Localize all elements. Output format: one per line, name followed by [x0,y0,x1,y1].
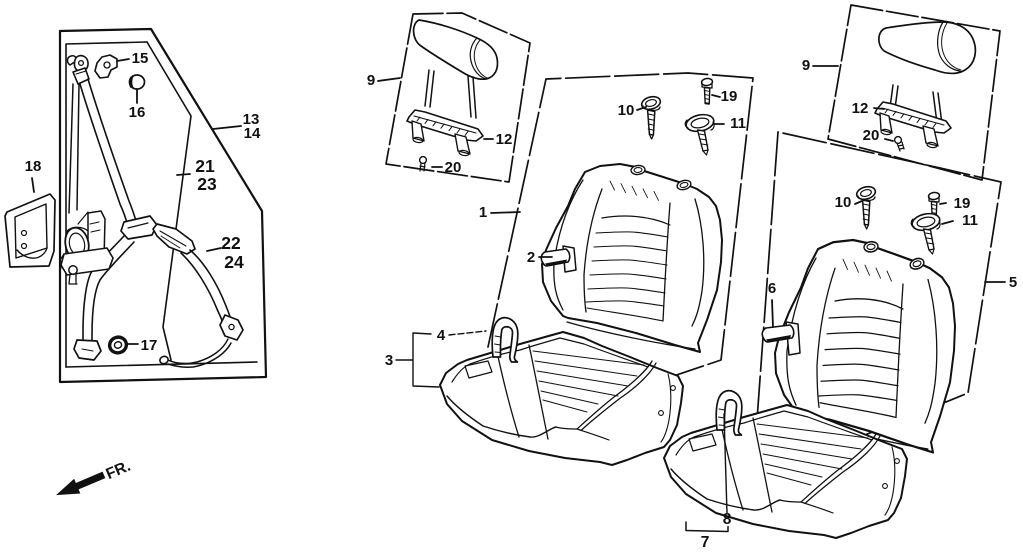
svg-text:19: 19 [721,88,738,105]
svg-text:15: 15 [132,50,149,67]
svg-text:5: 5 [1009,274,1017,291]
svg-text:8: 8 [723,511,732,528]
svg-text:6: 6 [768,280,776,297]
svg-text:21: 21 [195,156,215,176]
svg-text:14: 14 [244,125,261,142]
svg-text:11: 11 [730,115,746,132]
svg-text:1: 1 [479,204,487,221]
svg-text:18: 18 [25,158,42,175]
svg-text:13: 13 [243,111,260,128]
svg-text:2: 2 [527,249,535,266]
svg-text:9: 9 [367,72,375,89]
svg-text:12: 12 [496,131,513,148]
svg-text:7: 7 [701,534,710,551]
svg-text:22: 22 [221,233,241,253]
svg-text:16: 16 [129,104,146,121]
svg-text:11: 11 [962,212,978,229]
svg-text:9: 9 [802,57,810,74]
svg-text:19: 19 [954,195,971,212]
svg-text:10: 10 [618,102,635,119]
svg-text:24: 24 [224,252,244,272]
svg-text:23: 23 [197,174,217,194]
svg-text:10: 10 [835,194,852,211]
svg-text:3: 3 [385,352,393,369]
svg-text:20: 20 [863,127,880,144]
svg-text:12: 12 [852,100,869,117]
svg-text:17: 17 [141,337,158,354]
svg-text:20: 20 [445,159,462,176]
svg-text:4: 4 [437,327,446,344]
